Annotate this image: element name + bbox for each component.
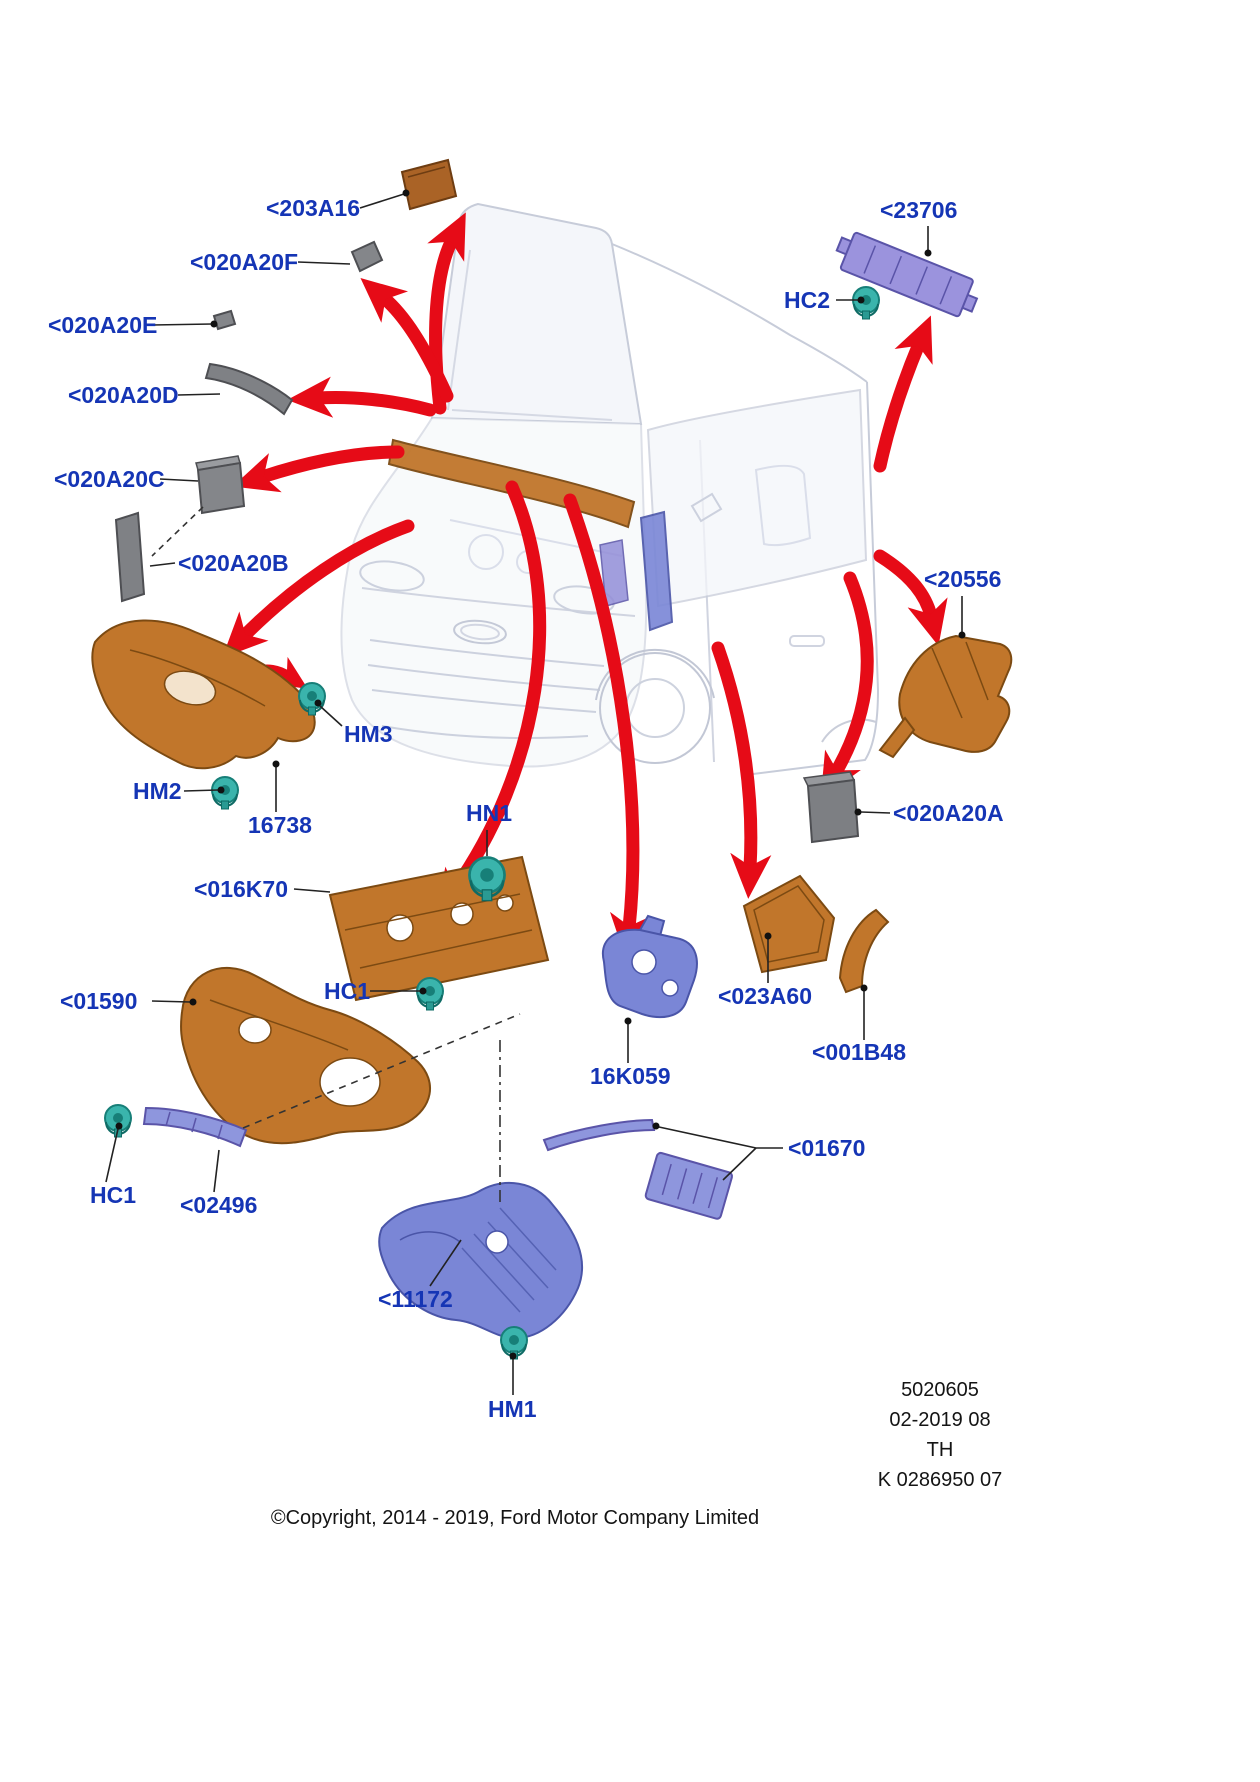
part-020A20F [350,240,384,273]
label-16738: 16738 [248,812,312,838]
label-HM2: HM2 [133,778,182,804]
arrow-to-20556 [873,549,948,646]
drawing-revision: K 0286950 07 [878,1469,1003,1491]
arrow-to-020A20F [360,277,454,403]
part-203A16 [400,158,458,211]
label-020A20A: <020A20A [893,800,1004,826]
label-23706: <23706 [880,197,957,223]
label-01590: <01590 [60,988,137,1014]
part-01590 [180,966,432,1145]
drawing-date: 02-2019 08 [889,1409,990,1431]
locator-arrows [222,212,948,959]
label-HC1-upper: HC1 [324,978,370,1004]
label-HC1-lower: HC1 [90,1182,136,1208]
label-203A16: <203A16 [266,195,360,221]
leader-lines [105,193,963,1395]
part-11172 [378,1181,584,1340]
copyright-notice: ©Copyright, 2014 - 2019, Ford Motor Comp… [271,1507,759,1529]
part-016K70 [328,855,550,1002]
drawing-info-block: 5020605 02-2019 08 TH K 0286950 07 [878,1379,1003,1491]
part-023A60 [742,874,836,974]
label-023A60: <023A60 [718,983,812,1009]
label-HC2: HC2 [784,287,830,313]
part-020A20D [204,362,294,416]
van-brand-oval [453,619,507,645]
part-16738 [91,619,316,770]
van-headlight-left [359,560,425,592]
van-hood-open [430,202,643,426]
part-labels: <203A16 <020A20F <020A20E <020A20D <020A… [48,195,1004,1422]
part-020A20A [802,771,860,844]
drawing-number: 5020605 [901,1379,979,1401]
arrow-to-16738 [222,519,415,658]
label-016K70: <016K70 [194,876,288,902]
installed-pillar-insulator [639,510,674,632]
part-020A20B [114,511,146,603]
label-20556: <20556 [924,566,1001,592]
arrow-to-23706 [873,315,933,473]
label-020A20D: <020A20D [68,382,179,408]
part-020A20E [212,309,237,331]
label-020A20B: <020A20B [178,550,289,576]
leader-dashed-lines [151,506,521,1205]
part-001B48 [838,908,890,994]
van-door-window [646,388,868,608]
part-020A20C [195,455,246,515]
part-02496 [142,1106,248,1148]
van-roofline [611,243,868,383]
drawing-market: TH [927,1439,954,1461]
label-02496: <02496 [180,1192,257,1218]
arrow-to-020A20C [232,445,405,493]
label-16K059: 16K059 [590,1063,671,1089]
label-HM3: HM3 [344,721,393,747]
label-020A20C: <020A20C [54,466,165,492]
label-001B48: <001B48 [812,1039,906,1065]
part-01670 [542,1118,734,1220]
label-01670: <01670 [788,1135,865,1161]
van-front-wheel [599,652,711,764]
label-020A20F: <020A20F [190,249,298,275]
arrow-to-020A20D [287,376,437,418]
arrow-to-16K059 [563,493,651,959]
van-side [744,381,880,776]
van-rear-wheel-arch [821,718,877,743]
arrow-to-023A60 [711,641,772,899]
clip-HM2 [211,776,239,810]
label-HM1: HM1 [488,1396,537,1422]
van-door-handle [789,635,825,647]
arrow-to-016K70 [436,480,547,916]
part-16K059 [601,914,698,1019]
part-20556 [878,634,1013,759]
label-11172: <11172 [378,1286,453,1312]
leader-dots [115,189,966,1360]
label-020A20E: <020A20E [48,312,157,338]
van-mirror [690,492,723,523]
part-23706 [835,231,979,318]
clip-HC2 [852,286,880,320]
clip-HC1-upper [416,977,444,1011]
label-HN1: HN1 [466,800,512,826]
arrow-to-020A20A [820,571,874,799]
